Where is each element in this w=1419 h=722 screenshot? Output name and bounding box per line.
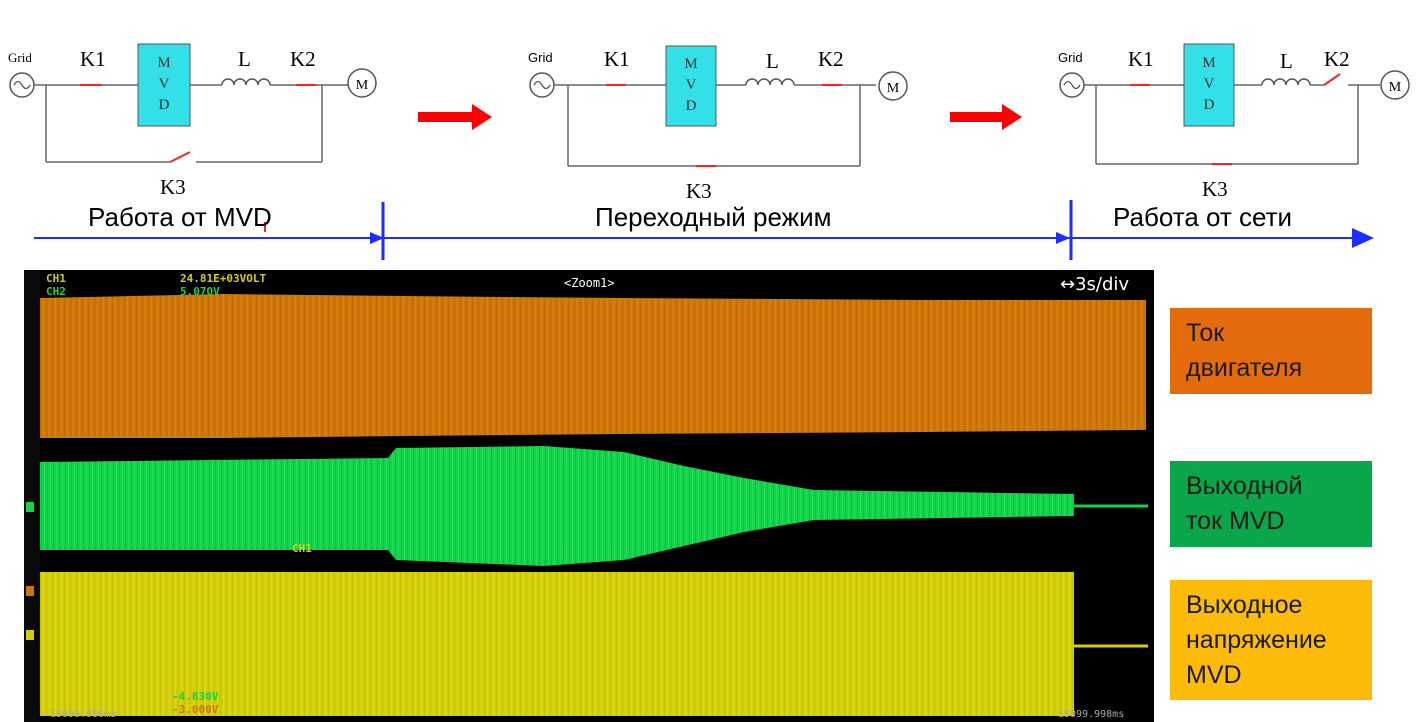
k1-label: K1 [1128, 47, 1154, 71]
grid-label: Grid [1058, 50, 1083, 65]
phase-grid-label: Работа от сети [1113, 202, 1293, 232]
mvd-output-current-trace [40, 446, 1074, 566]
ch2-label: CH2 [46, 285, 66, 298]
mvd-letter-d: D [159, 97, 170, 113]
legend-mvd-output-current-line1: Выходной [1186, 472, 1303, 500]
inductor-label: L [238, 47, 251, 71]
mvd-letter-m: M [157, 55, 170, 71]
cursor-value-1: -4.830V [172, 690, 219, 703]
legend-mvd-output-current-line2: ток MVD [1186, 507, 1285, 535]
legend-mvd-output-voltage: Выходное напряжение MVD [1170, 580, 1372, 700]
ch1-value: 24.81E+03VOLT [180, 272, 266, 285]
circuit-transition-mode: Grid K1 M V D L K2 M K3 [528, 45, 908, 203]
legend-motor-current: Ток двигателя [1170, 308, 1372, 394]
motor-label: M [356, 78, 369, 93]
timeline-arrowhead [1056, 232, 1070, 244]
zoom-label: <Zoom1> [564, 276, 615, 290]
circuit-mvd-mode: Grid K1 M V D L K2 M K3 [8, 43, 377, 199]
mvd-output-voltage-trace [40, 572, 1074, 716]
red-arrow-icon [950, 104, 1022, 130]
motor-label: M [1389, 80, 1402, 95]
inductor-label: L [766, 49, 779, 73]
mvd-letter-v: V [159, 76, 170, 92]
time-start-label: -15099.998ms [44, 709, 116, 720]
k2-label: K2 [1324, 47, 1350, 71]
k3-switch-open [169, 151, 191, 163]
phase-mvd-label: Работа от MVD [88, 202, 272, 232]
mvd-box [665, 45, 717, 127]
time-end-label: 15099.998ms [1058, 709, 1124, 720]
legend-mvd-output-voltage-line2: напряжение [1186, 626, 1327, 654]
mvd-box [137, 43, 191, 127]
legend-mvd-output-voltage-line1: Выходное [1186, 591, 1303, 619]
k3-label: K3 [1202, 177, 1228, 201]
k3-label: K3 [686, 179, 712, 203]
motor-icon [347, 68, 377, 98]
timebase-label: ↔3s/div [1060, 274, 1129, 295]
k1-label: K1 [80, 47, 106, 71]
ch1-label: CH1 [46, 272, 66, 285]
mvd-letter-m: M [684, 56, 697, 72]
k3-label: K3 [160, 175, 186, 199]
k2-switch-open [1323, 73, 1341, 86]
inductor-icon [745, 78, 795, 86]
inductor-icon [221, 78, 271, 86]
k2-label: K2 [290, 47, 316, 71]
circuit-grid-mode: Grid K1 M V D L K2 M K3 [1058, 43, 1410, 201]
inductor-icon [1261, 78, 1311, 86]
legend-motor-current-line2: двигателя [1186, 354, 1303, 382]
mvd-letter-d: D [686, 98, 697, 114]
motor-icon [878, 71, 908, 101]
grid-label: Grid [8, 50, 32, 65]
legend-mvd-output-current: Выходной ток MVD [1170, 461, 1372, 547]
mvd-letter-m: M [1202, 55, 1215, 71]
mvd-letter-v: V [686, 77, 697, 93]
cursor-value-2: -3.000V [172, 703, 219, 716]
trace-marker: CH1 [292, 542, 312, 555]
k2-label: K2 [818, 47, 844, 71]
legend-motor-current-line1: Ток [1186, 319, 1225, 347]
circuit-diagram: Grid K1 M V D L K2 M K3 Grid K1 [8, 43, 1410, 260]
inductor-label: L [1280, 49, 1293, 73]
timeline-arrowhead [370, 232, 384, 244]
legend-mvd-output-voltage-line3: MVD [1186, 661, 1242, 689]
motor-icon [1380, 70, 1410, 100]
ch2-value: 5.07OV [180, 285, 220, 298]
oscilloscope-screen: CH1 CH2 24.81E+03VOLT 5.07OV <Zoom1> ↔3s… [24, 270, 1154, 722]
motor-label: M [887, 81, 900, 96]
phase-transition-label: Переходный режим [595, 202, 832, 232]
mvd-letter-d: D [1204, 97, 1215, 113]
motor-current-trace [40, 294, 1146, 438]
k1-label: K1 [604, 47, 630, 71]
grid-label: Grid [528, 50, 553, 65]
mvd-letter-v: V [1204, 76, 1215, 92]
red-arrow-icon [418, 104, 492, 130]
